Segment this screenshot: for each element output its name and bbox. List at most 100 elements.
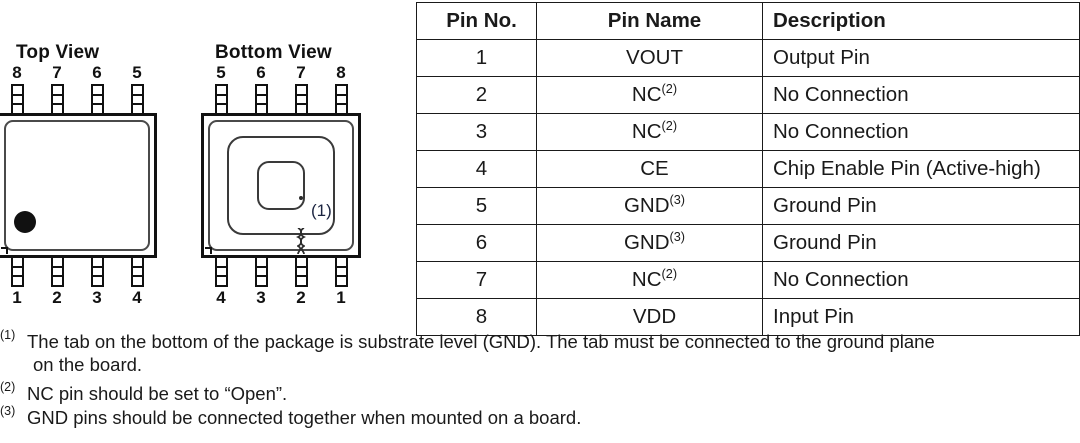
table-row: 4 CE Chip Enable Pin (Active-high) — [416, 150, 1080, 188]
lead-pin-3 — [90, 256, 104, 287]
exposed-pad-tab: (1) — [296, 196, 332, 254]
footnote-marker: (2) — [0, 379, 16, 394]
table-row: 1 VOUT Output Pin — [416, 39, 1080, 77]
lead-slot — [117, 256, 157, 287]
lead-pin-3 — [254, 256, 268, 287]
pin-number-label: 3 — [92, 288, 102, 307]
pin-number-label: 4 — [132, 288, 142, 307]
lead-slot — [321, 256, 361, 287]
bottom-view-lower-pin-numbers: 4 3 2 1 — [201, 288, 361, 308]
cell-pin-name: VDD — [536, 298, 763, 336]
pin-name-footnote-ref: (2) — [661, 81, 678, 97]
lead-pin-4 — [214, 256, 228, 287]
lead-pin-2 — [294, 256, 308, 287]
column-header-pin-no: Pin No. — [416, 2, 537, 40]
cell-pin-name: NC(2) — [536, 76, 763, 114]
lead-pin-2 — [50, 256, 64, 287]
bottom-view-title: Bottom View — [215, 42, 332, 63]
pin-name-text: NC — [631, 120, 662, 144]
pin-number-label: 7 — [296, 63, 306, 82]
cell-pin-no: 1 — [416, 39, 537, 77]
footnote-text: GND pins should be connected together wh… — [27, 407, 582, 429]
cell-pin-no: 7 — [416, 261, 537, 299]
column-header-pin-name: Pin Name — [536, 2, 763, 40]
lead-pin-4 — [130, 256, 144, 287]
pin-number-label: 1 — [336, 288, 346, 307]
pin-number-label: 2 — [296, 288, 306, 307]
top-view-package-body — [0, 113, 157, 258]
cell-pin-no: 3 — [416, 113, 537, 151]
cell-pin-no: 5 — [416, 187, 537, 225]
cell-pin-name: NC(2) — [536, 261, 763, 299]
cell-description: No Connection — [762, 76, 1080, 114]
cell-description: Output Pin — [762, 39, 1080, 77]
footnote-marker: (3) — [0, 404, 16, 419]
pin-name-text: NC — [631, 83, 662, 107]
footnote-2: (2) NC pin should be set to “Open”. — [0, 379, 1080, 405]
package-corner-notch — [1, 247, 8, 254]
pin-number-label: 6 — [256, 63, 266, 82]
exposed-pad-middle-ring: (1) — [257, 161, 332, 254]
pin-number-label: 2 — [52, 288, 62, 307]
lead-pin-8 — [334, 84, 348, 115]
cell-pin-name: CE — [536, 150, 763, 188]
pin-number-label: 5 — [132, 63, 142, 82]
footnotes-block: (1) The tab on the bottom of the package … — [0, 328, 1080, 428]
lead-slot — [37, 84, 77, 115]
cell-description: No Connection — [762, 113, 1080, 151]
footnote-text: The tab on the bottom of the package is … — [27, 331, 935, 352]
pin-name-text: CE — [640, 157, 669, 181]
pin-number-label: 8 — [336, 63, 346, 82]
pin-name-text: GND — [623, 231, 670, 255]
cell-description: Input Pin — [762, 298, 1080, 336]
footnote-marker: (1) — [0, 328, 16, 342]
lead-pin-8 — [10, 84, 24, 115]
lead-pin-7 — [50, 84, 64, 115]
pin-name-text: VDD — [632, 305, 677, 329]
lead-pin-5 — [214, 84, 228, 115]
lead-pin-7 — [294, 84, 308, 115]
lead-slot — [281, 256, 321, 287]
pin-name-text: VOUT — [626, 46, 683, 70]
top-view-title: Top View — [16, 42, 100, 63]
lead-slot — [0, 256, 37, 287]
footnote-3: (3) GND pins should be connected together… — [0, 404, 1080, 429]
pin-number-label: 4 — [216, 288, 226, 307]
pin-number-label: 6 — [92, 63, 102, 82]
lead-slot — [241, 256, 281, 287]
lead-pin-1 — [10, 256, 24, 287]
exposed-pad-footnote-label: (1) — [311, 201, 332, 220]
table-row: 8 VDD Input Pin — [416, 298, 1080, 336]
bottom-view-lower-leads — [201, 256, 361, 287]
cell-pin-no: 2 — [416, 76, 537, 114]
cell-pin-no: 4 — [416, 150, 537, 188]
pin-name-text: NC — [631, 268, 662, 292]
pin-name-footnote-ref: (2) — [661, 118, 678, 134]
exposed-pad-outer-ring: (1) — [227, 136, 335, 254]
top-view-upper-leads — [0, 84, 157, 115]
lead-slot — [77, 256, 117, 287]
pin-number-label: 5 — [216, 63, 226, 82]
package-corner-notch — [205, 247, 212, 254]
package-diagrams: Top View Bottom View 8 7 6 5 1 — [0, 0, 415, 325]
cell-pin-no: 8 — [416, 298, 537, 336]
bottom-view-upper-pin-numbers: 5 6 7 8 — [201, 63, 361, 83]
cell-description: Chip Enable Pin (Active-high) — [762, 150, 1080, 188]
lead-slot — [37, 256, 77, 287]
package-body-inner-outline: (1) — [208, 120, 354, 254]
lead-slot — [201, 84, 241, 115]
lead-pin-1 — [334, 256, 348, 287]
bottom-view-upper-leads — [201, 84, 361, 115]
cell-description: No Connection — [762, 261, 1080, 299]
pin-number-label: 8 — [12, 63, 22, 82]
pin-name-footnote-ref: (2) — [661, 266, 678, 282]
footnote-text: NC pin should be set to “Open”. — [27, 382, 288, 404]
footnote-1: (1) The tab on the bottom of the package … — [0, 328, 1080, 377]
top-view-lower-leads — [0, 256, 157, 287]
pin-number-label: 1 — [12, 288, 22, 307]
bottom-view-package: 5 6 7 8 — [201, 63, 361, 308]
